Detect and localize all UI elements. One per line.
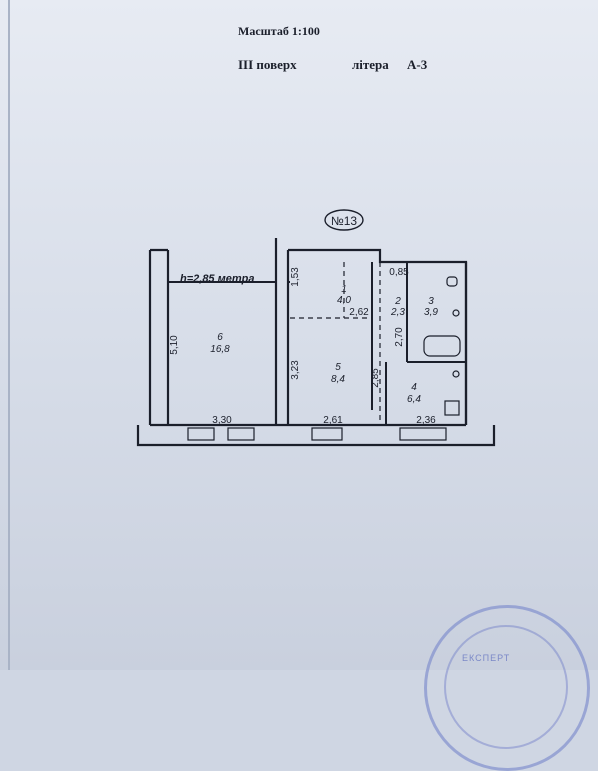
room-2-area: 2,3 [390,307,405,318]
wall-top-right [288,248,468,425]
dim-5-10: 5,10 [169,335,180,355]
dim-2-62: 2,62 [349,307,369,318]
floor-plan: №13 h=2,85 метра 1 4,0 2 2,3 3 3,9 4 6,4… [136,209,496,447]
stove-icon [444,400,460,416]
letter-value: А-3 [407,57,428,72]
dim-2-61: 2,61 [323,415,343,426]
room-1-area: 4,0 [337,295,351,306]
apartment-number: №13 [331,214,358,228]
outer-walls [136,238,496,447]
bathtub-icon [423,335,461,357]
sink-icon [452,309,460,317]
windows [187,427,447,441]
apartment-number-badge [324,209,364,231]
dim-2-85: 2,85 [370,368,381,388]
dashed-lines [290,262,381,420]
dim-2-70: 2,70 [394,327,405,347]
floor-label: ІІІ поверх [238,57,297,72]
toilet-icon [446,276,458,287]
room-3-number: 3 [428,296,434,307]
official-stamp-inner-ring [444,625,568,749]
foundation [136,425,496,447]
room-1-number: 1 [341,284,347,295]
dim-3-23: 3,23 [290,360,301,380]
room-2-number: 2 [394,296,401,307]
fixtures [423,276,461,416]
letter-label: літера [352,57,389,72]
stamp-text: ЕКСПЕРТ [462,653,511,663]
room-5-number: 5 [335,362,341,373]
dim-2-36: 2,36 [416,415,436,426]
dim-3-30: 3,30 [212,415,232,426]
dim-0-85: 0,85 [389,267,409,278]
scale-label: Масштаб 1:100 [238,24,320,38]
room-5-area: 8,4 [331,374,345,385]
kitchen-sink-icon [452,370,460,378]
dim-1-53: 1,53 [290,267,301,287]
paper-edge [8,0,10,670]
room-6-number: 6 [217,332,223,343]
room-6-area: 16,8 [210,344,230,355]
inner-walls [168,262,466,425]
room-4-area: 6,4 [407,394,421,405]
room-4-number: 4 [411,382,417,393]
ceiling-height: h=2,85 метра [180,273,254,285]
room-3-area: 3,9 [424,307,438,318]
